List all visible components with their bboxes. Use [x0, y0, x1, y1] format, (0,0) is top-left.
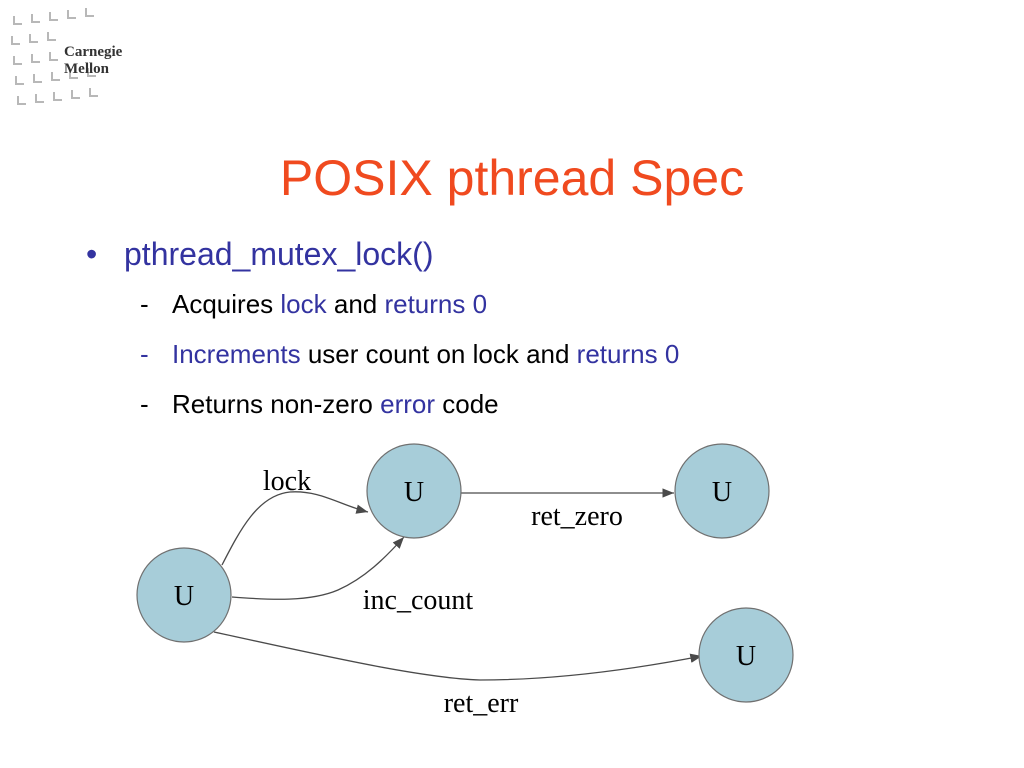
sub-bullet-text-run: returns 0	[576, 339, 680, 369]
sub-bullet-marker: -	[140, 339, 149, 369]
node-label: U	[736, 641, 756, 672]
edge-label-ret-zero: ret_zero	[531, 501, 623, 532]
bullet-item: • pthread_mutex_lock()	[86, 232, 433, 276]
state-node-zero: U	[674, 443, 770, 539]
sub-bullet-item: -Returns non-zero error code	[140, 386, 499, 422]
state-node-start: U	[136, 547, 232, 643]
slide-title: POSIX pthread Spec	[279, 150, 745, 206]
sub-bullet-item: -Increments user count on lock and retur…	[140, 336, 679, 372]
sub-bullet-item: -Acquires lock and returns 0	[140, 286, 487, 322]
sub-bullet-text-run: and	[326, 289, 385, 319]
edge-label-lock: lock	[263, 466, 311, 497]
bullet-text: pthread_mutex_lock()	[124, 236, 434, 272]
node-label: U	[404, 477, 424, 508]
sub-bullet-marker: -	[140, 289, 149, 319]
sub-bullet-text-run: Acquires	[172, 289, 281, 319]
state-node-err: U	[698, 607, 794, 703]
edge-label-ret-err: ret_err	[444, 688, 519, 719]
sub-bullet-text-run: code	[435, 389, 499, 419]
logo-line-1: Carnegie	[64, 44, 123, 60]
sub-bullet-text-run: error	[380, 389, 436, 419]
node-label: U	[712, 477, 732, 508]
sub-bullet-marker: -	[140, 389, 149, 419]
edge-lock	[221, 491, 369, 566]
sub-bullet-text-run: returns 0	[384, 289, 488, 319]
node-label: U	[174, 581, 194, 612]
edge-label-inc-count: inc_count	[363, 585, 474, 616]
sub-bullet-text-run: lock	[280, 289, 327, 319]
logo-line-2: Mellon	[64, 61, 110, 77]
sub-bullet-text-run: user count on lock and	[300, 339, 577, 369]
edge-inc-count	[231, 536, 405, 600]
sub-bullet-text-run: Increments	[172, 339, 301, 369]
sub-bullet-text-run: Returns non-zero	[172, 389, 381, 419]
state-node-locked: U	[366, 443, 462, 539]
carnegie-mellon-logo: Carnegie Mellon	[11, 8, 123, 105]
bullet-marker: •	[86, 236, 98, 272]
edge-ret-err	[213, 631, 703, 681]
